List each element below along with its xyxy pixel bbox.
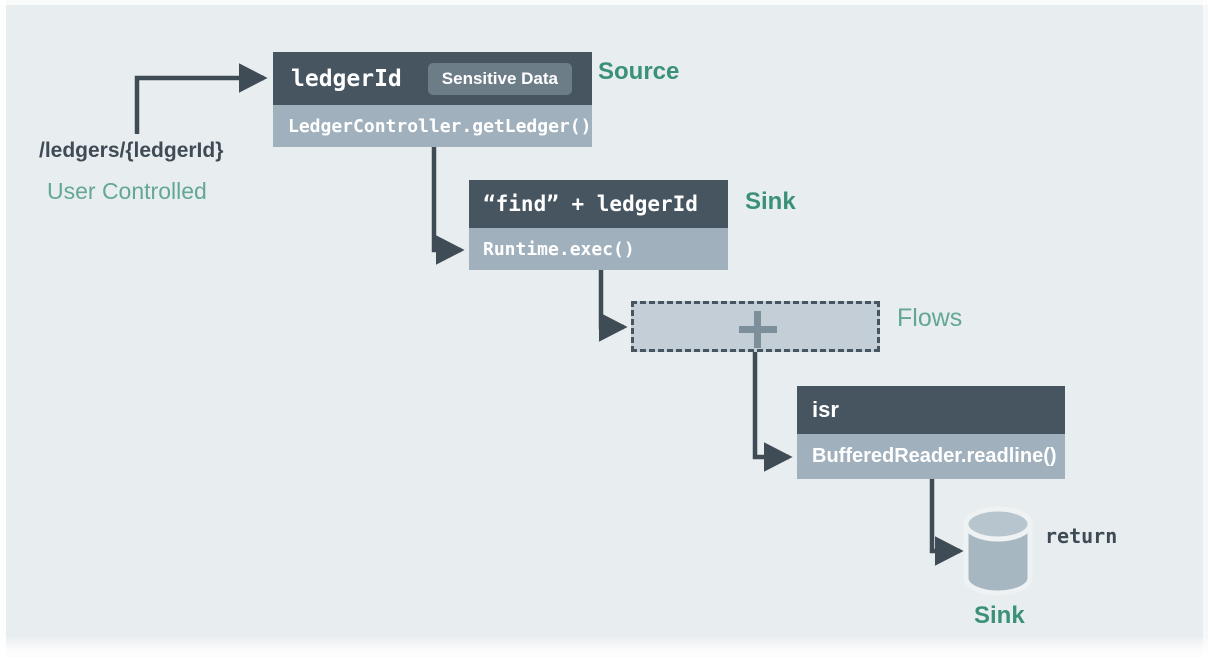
annotation-sink-exec: Sink xyxy=(745,188,796,215)
slide-edge-top xyxy=(0,0,1208,5)
node-source[interactable]: ledgerId Sensitive Data LedgerController… xyxy=(273,52,592,147)
database-icon xyxy=(963,506,1033,596)
node-sink-exec-subtitle: Runtime.exec() xyxy=(469,228,728,270)
node-source-header: ledgerId Sensitive Data xyxy=(273,52,592,105)
edge-source-to-sink-exec xyxy=(431,147,465,265)
slide-edge-left xyxy=(0,0,6,657)
node-source-subtitle: LedgerController.getLedger() xyxy=(273,105,592,147)
datastore-return-label: return xyxy=(1045,524,1118,548)
edge-isr-to-datastore xyxy=(929,479,964,566)
sensitive-data-badge: Sensitive Data xyxy=(427,62,573,95)
edge-flows-to-isr xyxy=(752,352,793,472)
node-source-title: ledgerId xyxy=(291,65,402,92)
edge-sink-exec-to-flows xyxy=(598,270,628,342)
node-datastore[interactable] xyxy=(962,506,1034,596)
edge-entry-to-source xyxy=(134,63,268,134)
node-isr-subtitle: BufferedReader.readline() xyxy=(797,434,1065,479)
entry-path-label: /ledgers/{ledgerId} xyxy=(39,139,224,162)
node-sink-exec[interactable]: “find” + ledgerId Runtime.exec() xyxy=(469,180,728,270)
slide-edge-bottom xyxy=(0,635,1208,657)
node-isr[interactable]: isr BufferedReader.readline() xyxy=(797,386,1065,479)
entry-trust-label: User Controlled xyxy=(47,178,207,204)
node-isr-title: isr xyxy=(797,386,1065,434)
node-flows[interactable] xyxy=(631,301,880,352)
annotation-source: Source xyxy=(598,58,680,85)
plus-icon-vertical xyxy=(754,311,761,348)
node-sink-exec-title: “find” + ledgerId xyxy=(469,180,728,228)
slide-edge-right xyxy=(1203,0,1208,657)
annotation-datastore: Sink xyxy=(974,602,1025,629)
annotation-flows: Flows xyxy=(897,304,963,332)
